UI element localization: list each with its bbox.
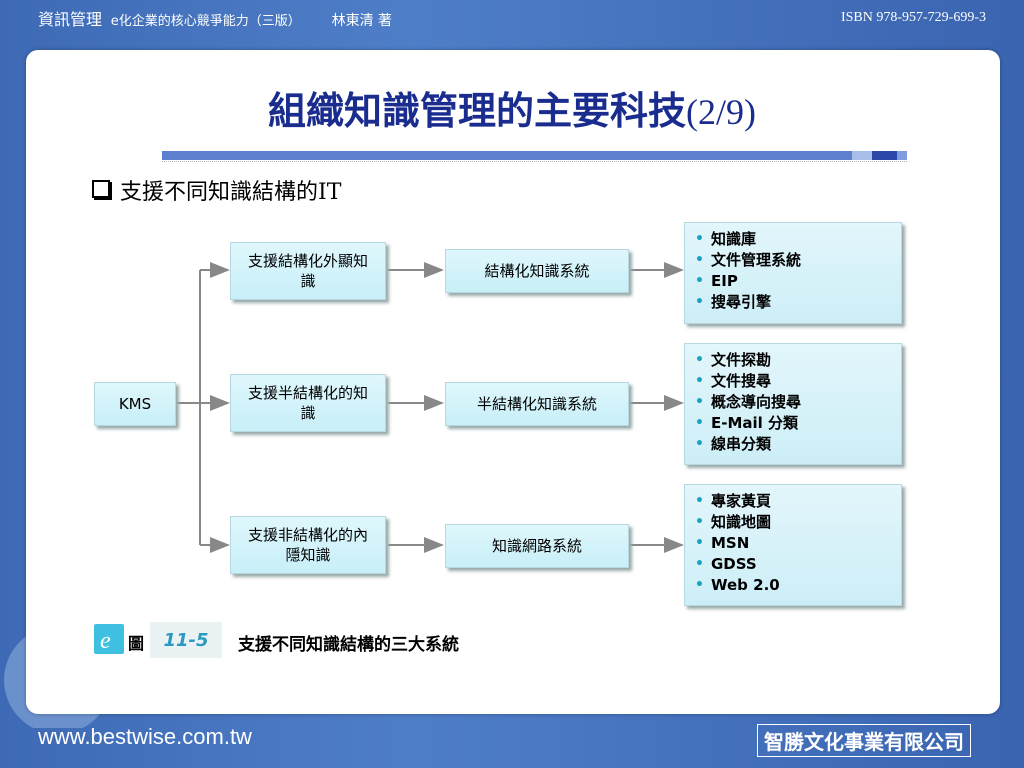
list-item: 概念導向搜尋 [685, 392, 901, 413]
structured-system-box: 結構化知識系統 [445, 249, 629, 293]
list-item: 文件探勘 [685, 350, 901, 371]
kms-box: KMS [94, 382, 176, 426]
list-item: E-Mail 分類 [685, 413, 901, 434]
list-item: 文件搜尋 [685, 371, 901, 392]
figure-caption: 支援不同知識結構的三大系統 [238, 635, 459, 655]
title-rule-accent-2 [872, 151, 897, 160]
list-item: 知識地圖 [685, 512, 901, 533]
isbn: ISBN 978-957-729-699-3 [840, 10, 986, 25]
unstructured-items-list: 專家黃頁 知識地圖 MSN GDSS Web 2.0 [684, 484, 902, 606]
list-item: 線串分類 [685, 434, 901, 455]
bullet-point: 支援不同知識結構的IT [92, 174, 341, 206]
figure-number: 11-5 [150, 622, 222, 658]
slide-title-text: 組織知識管理的主要科技 [268, 89, 687, 133]
figure-label: 圖 [128, 634, 145, 653]
list-item: 專家黃頁 [685, 491, 901, 512]
title-rule-accent-1 [852, 151, 872, 160]
book-author: 林東清 著 [331, 13, 393, 29]
list-item: GDSS [685, 554, 901, 575]
support-unstructured-box: 支援非結構化的內隱知識 [230, 516, 386, 574]
svg-text:e: e [100, 628, 111, 654]
list-item: EIP [685, 271, 901, 292]
knowledge-network-system-box: 知識網路系統 [445, 524, 629, 568]
slide-title: 組織知識管理的主要科技(2/9) [0, 80, 1024, 135]
bullet-text: 支援不同知識結構的IT [120, 180, 342, 205]
footer-url: www.bestwise.com.tw [38, 724, 252, 749]
list-item: 知識庫 [685, 229, 901, 250]
book-title: 資訊管理 [38, 10, 103, 29]
title-rule [162, 151, 852, 160]
support-structured-box: 支援結構化外顯知識 [230, 242, 386, 300]
structured-items-list: 知識庫 文件管理系統 EIP 搜尋引擎 [684, 222, 902, 324]
title-rule-accent-3 [897, 151, 907, 160]
figure-e-logo-icon: e [94, 624, 124, 654]
semistructured-items-list: 文件探勘 文件搜尋 概念導向搜尋 E-Mail 分類 線串分類 [684, 343, 902, 465]
list-item: 搜尋引擎 [685, 292, 901, 313]
list-item: 文件管理系統 [685, 250, 901, 271]
support-semistructured-box: 支援半結構化的知識 [230, 374, 386, 432]
footer-publisher: 智勝文化事業有限公司 [757, 724, 971, 757]
title-rule-dotted [162, 161, 907, 162]
semistructured-system-box: 半結構化知識系統 [445, 382, 629, 426]
checkbox-bullet-icon [92, 180, 110, 198]
list-item: MSN [685, 533, 901, 554]
slide-title-number: (2/9) [686, 92, 756, 132]
book-subtitle: e化企業的核心競爭能力（三版） [110, 14, 301, 29]
list-item: Web 2.0 [685, 575, 901, 596]
header-book-info: 資訊管理 e化企業的核心競爭能力（三版） 林東清 著 [38, 6, 392, 30]
